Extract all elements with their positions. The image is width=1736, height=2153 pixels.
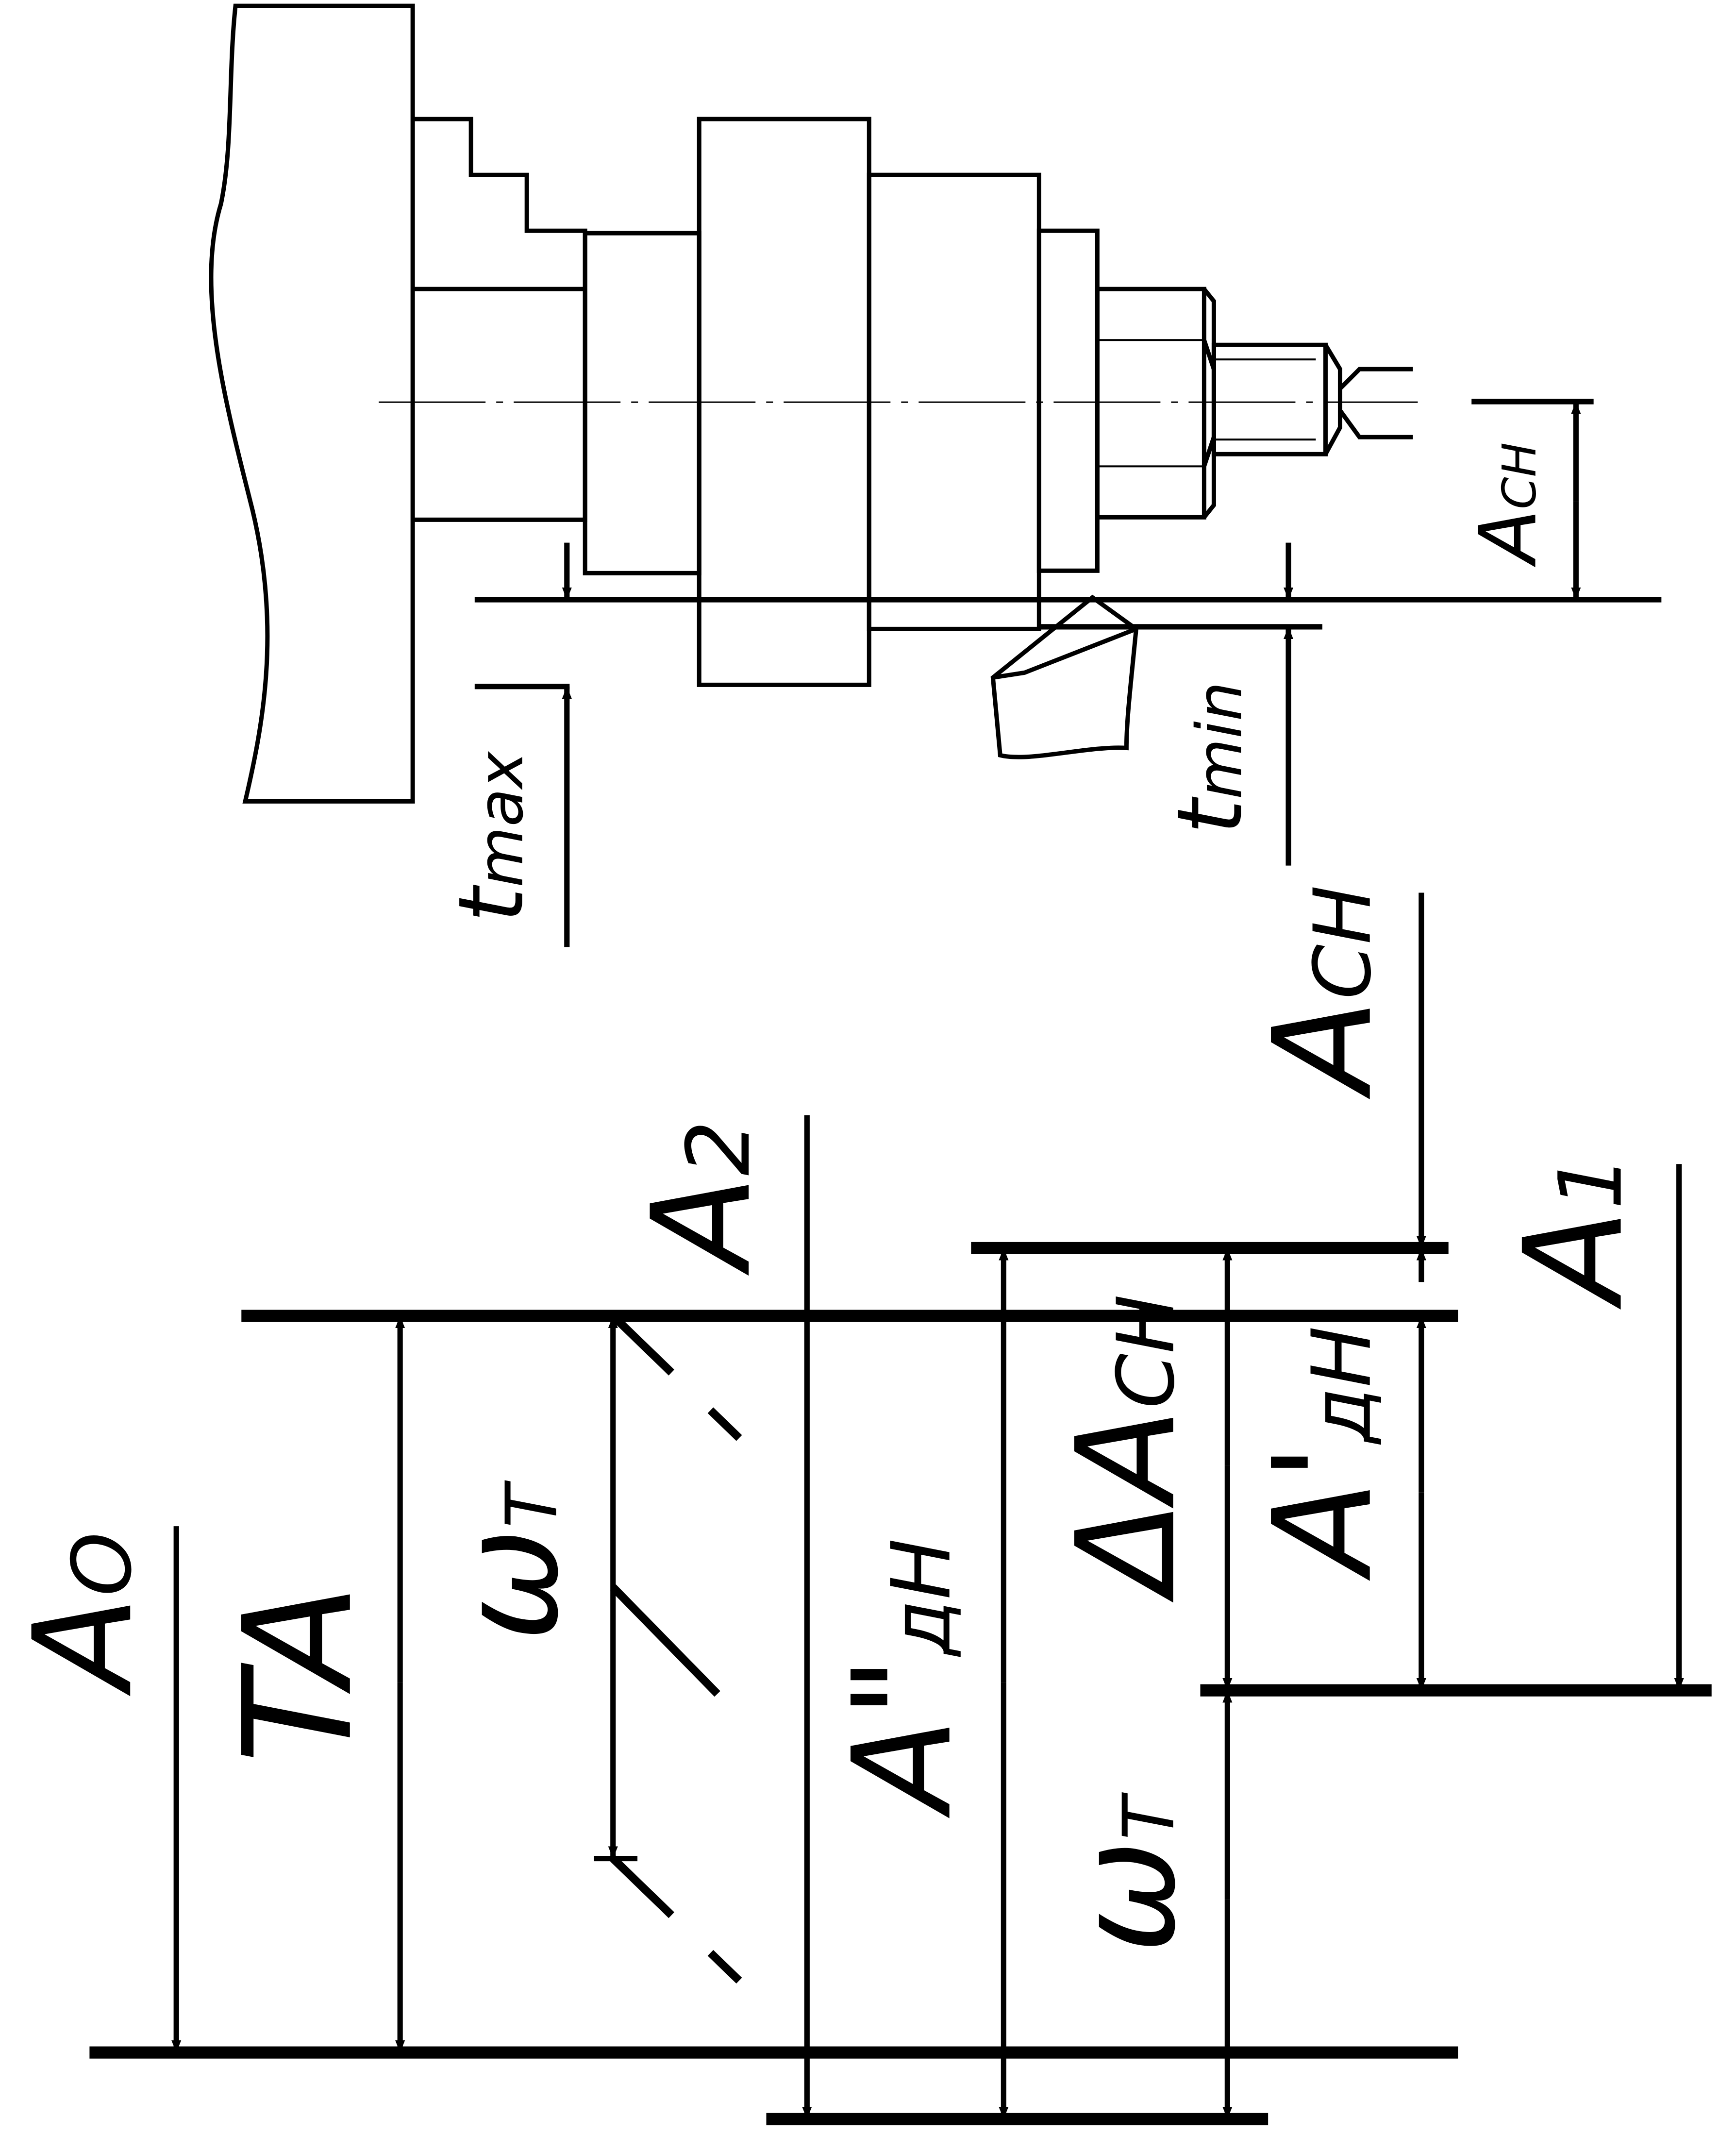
label-omega-t-right: ωT xyxy=(1048,1792,1205,1953)
shaft-nut xyxy=(1095,286,1206,520)
label-tmin: tmin xyxy=(1158,682,1262,835)
label-ach-top: AСН xyxy=(1463,442,1554,568)
top-dimensions xyxy=(474,399,1662,947)
cutting-tool xyxy=(990,594,1139,759)
label-delta-ach: ΔAСН xyxy=(1048,1295,1205,1605)
label-a-dn-single: A'дН xyxy=(1244,1326,1402,1582)
label-ach: AСН xyxy=(1244,885,1402,1101)
chuck-jaws xyxy=(413,117,587,522)
shaft-step-1 xyxy=(583,231,701,575)
label-a2: A2 xyxy=(623,1120,781,1277)
chuck-body xyxy=(209,3,415,804)
label-a0: AO xyxy=(4,1532,162,1698)
labels: AСН tmax tmin AСН A2 A1 AO TA ωT A"дН ΔA xyxy=(4,442,1653,1953)
label-ta: TA xyxy=(212,1584,385,1764)
label-omega-t-left: ωT xyxy=(430,1480,588,1642)
shaft-step-4 xyxy=(1036,228,1100,573)
label-a-dn-double: A"дН xyxy=(824,1538,982,1819)
threaded-spindle xyxy=(1211,342,1328,456)
turning-setup xyxy=(209,3,1418,804)
label-a1: A1 xyxy=(1495,1154,1653,1311)
dimension-chain xyxy=(89,892,1712,2125)
label-tmax: tmax xyxy=(440,751,544,923)
